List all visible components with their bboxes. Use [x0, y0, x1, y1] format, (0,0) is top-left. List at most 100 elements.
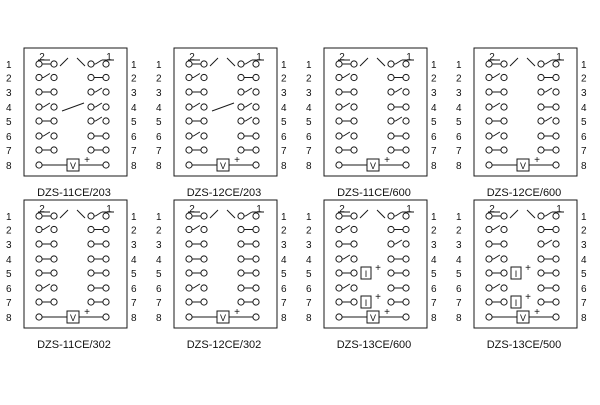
terminal [537, 103, 545, 111]
terminal [552, 269, 560, 277]
coil-label-right: 1 [256, 204, 262, 215]
terminal [387, 212, 395, 220]
pin-number-right: 4 [281, 103, 287, 114]
switch-blade [376, 209, 386, 219]
terminal [35, 60, 43, 68]
coil-label-right: 1 [406, 204, 412, 215]
diagram-caption: DZS-12CE/203 [187, 187, 262, 199]
terminal [402, 255, 410, 263]
contact-right [545, 116, 553, 122]
terminal [500, 73, 508, 82]
coil-label-right: 1 [106, 204, 112, 215]
terminal [537, 88, 545, 96]
switch-blade [76, 57, 86, 67]
terminal [185, 73, 193, 82]
pin-number-right: 7 [581, 298, 587, 309]
pin-number-left: 5 [456, 269, 462, 280]
terminal [350, 240, 358, 248]
terminal [350, 146, 358, 154]
terminal [485, 103, 493, 111]
pin-number-right: 5 [581, 117, 587, 128]
pin-number-right: 4 [431, 103, 437, 114]
pin-number-left: 4 [456, 103, 462, 114]
pin-number-right: 5 [281, 269, 287, 280]
terminal [252, 117, 260, 125]
pin-number-left: 2 [6, 74, 12, 85]
contact-left [343, 254, 351, 260]
terminal [87, 284, 95, 292]
relay-housing [473, 199, 578, 329]
terminal [87, 225, 95, 234]
terminal [200, 117, 208, 125]
coil-polarity-plus: + [375, 263, 381, 274]
terminal [552, 284, 560, 292]
terminal [35, 212, 43, 220]
terminal [102, 73, 110, 82]
pin-number-right: 7 [281, 298, 287, 309]
terminal [387, 269, 395, 277]
terminal [102, 60, 110, 68]
terminal [335, 161, 343, 169]
coil-polarity-plus: + [84, 307, 90, 318]
contact-left [43, 73, 51, 78]
pin-number-right: 6 [581, 132, 587, 143]
terminal [185, 269, 193, 277]
terminal [102, 298, 110, 306]
terminal [402, 146, 410, 154]
pin-number-left: 5 [156, 269, 162, 280]
terminal [387, 73, 395, 82]
terminal [552, 103, 560, 111]
terminal [350, 255, 358, 263]
terminal [185, 88, 193, 96]
terminal [35, 298, 43, 306]
pin-number-left: 2 [306, 226, 312, 237]
pin-number-right: 7 [431, 146, 437, 157]
terminal [237, 117, 245, 125]
terminal [552, 132, 560, 140]
terminal [200, 269, 208, 277]
pin-number-left: 6 [456, 132, 462, 143]
relay-housing [473, 47, 578, 177]
pin-number-right: 1 [281, 212, 287, 223]
terminal [335, 313, 343, 321]
pin-number-left: 1 [6, 60, 12, 71]
contact-right [245, 116, 253, 122]
pin-number-right: 3 [431, 88, 437, 99]
voltage-coil-symbol: V [520, 313, 526, 323]
pin-number-right: 2 [131, 226, 137, 237]
terminal [350, 225, 358, 234]
coil-polarity-plus: + [234, 307, 240, 318]
terminal [50, 212, 58, 220]
terminal [50, 60, 58, 68]
terminal [102, 88, 110, 96]
pin-number-right: 6 [131, 132, 137, 143]
terminal [185, 240, 193, 248]
terminal [35, 269, 43, 277]
pin-number-left: 1 [156, 60, 162, 71]
terminal [87, 60, 95, 68]
terminal [500, 240, 508, 248]
relay-housing [323, 199, 428, 329]
terminal [50, 132, 58, 140]
pin-number-left: 8 [306, 161, 312, 172]
switch-blade [76, 209, 86, 219]
terminal [485, 146, 493, 154]
terminal [537, 225, 545, 234]
contact-left [343, 131, 351, 137]
pin-number-right: 2 [131, 74, 137, 85]
terminal [335, 212, 343, 220]
pin-number-right: 2 [281, 74, 287, 85]
terminal [537, 132, 545, 140]
pin-number-left: 3 [6, 88, 12, 99]
terminal [200, 60, 208, 68]
terminal [35, 225, 43, 234]
pin-number-right: 4 [131, 103, 137, 114]
pin-number-right: 4 [431, 255, 437, 266]
terminal [102, 117, 110, 125]
terminal [387, 132, 395, 140]
pin-number-left: 1 [6, 212, 12, 223]
terminal [485, 132, 493, 140]
terminal [350, 298, 358, 306]
